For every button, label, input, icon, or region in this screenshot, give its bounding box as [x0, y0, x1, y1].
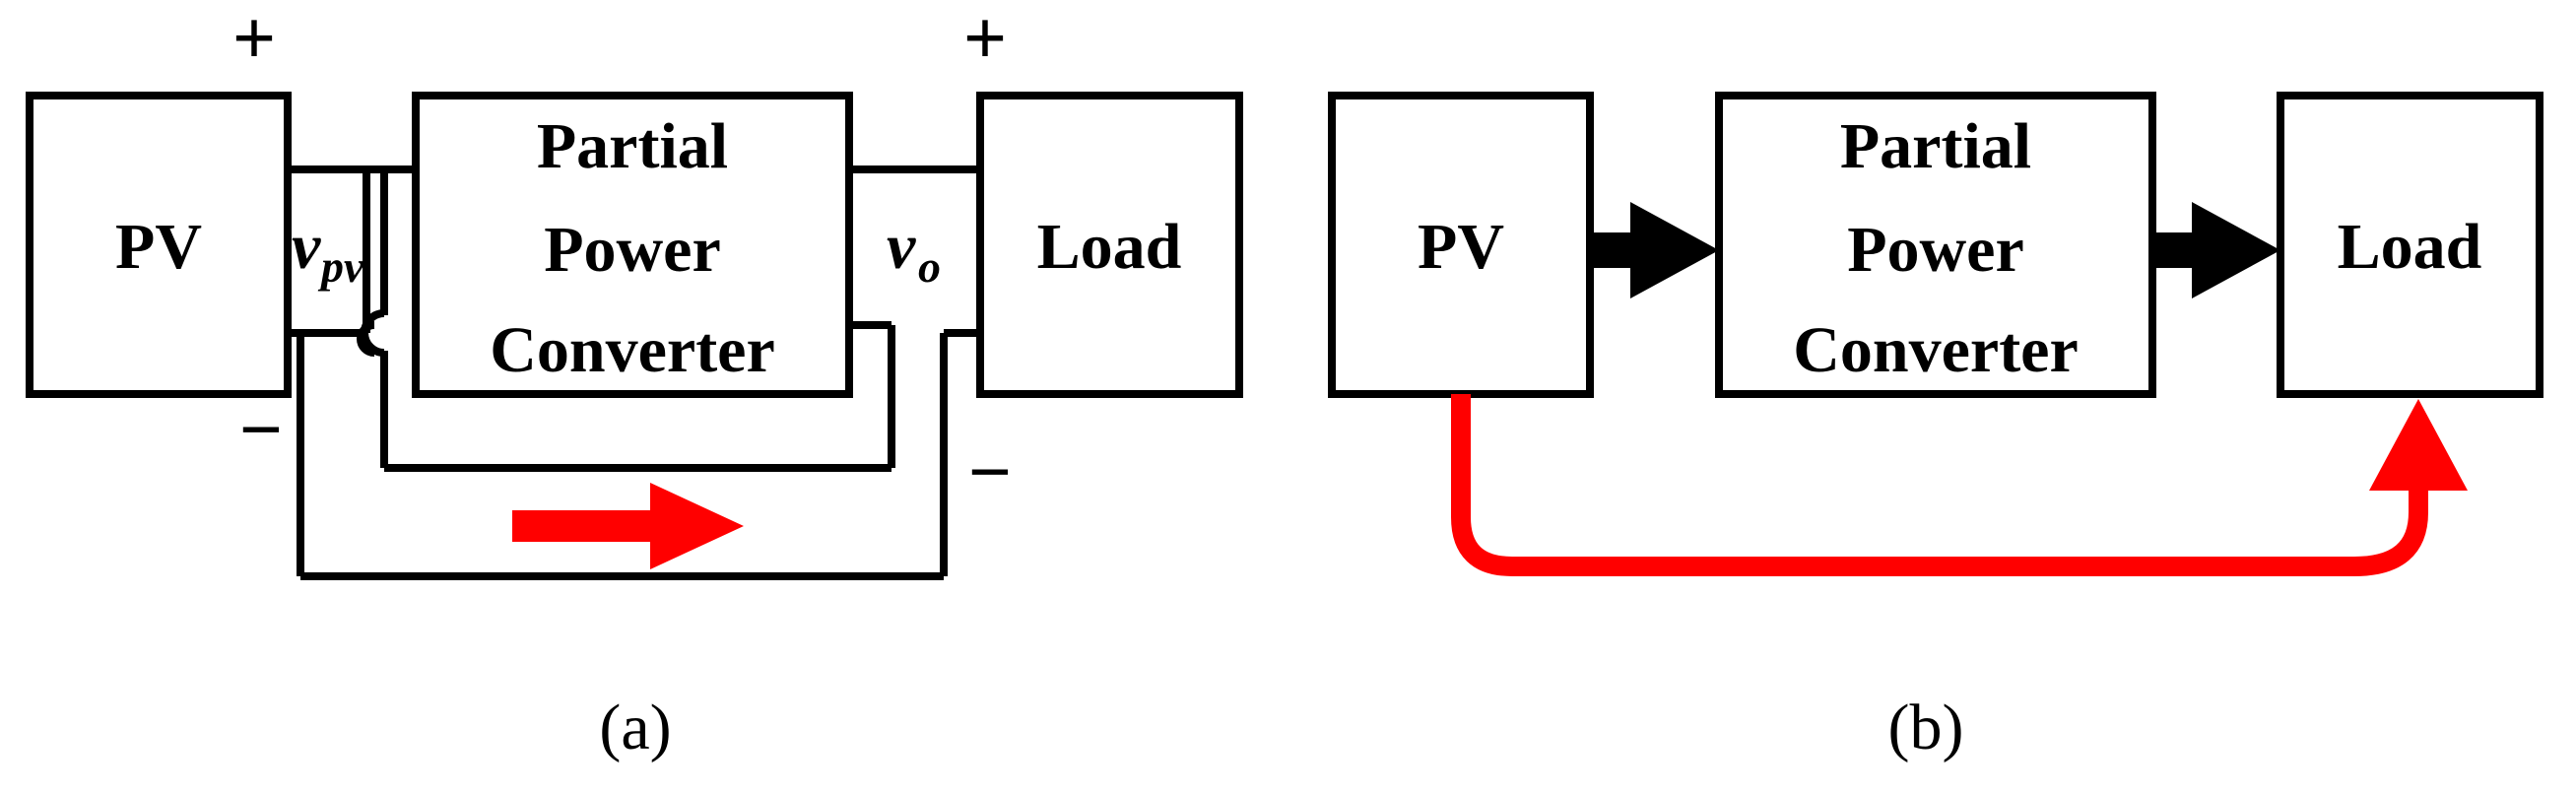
vo-label-main: v: [887, 211, 916, 283]
vpv-label-sub: pv: [317, 241, 364, 292]
red-bypass-path: [1451, 394, 2428, 576]
load-block-b: [2277, 92, 2543, 398]
caption-b: (b): [1888, 692, 1964, 763]
vpv-label-main: v: [292, 211, 321, 283]
load-block-a: [976, 92, 1243, 398]
plus-sign-right: +: [963, 0, 1007, 81]
crossover-arc: [361, 309, 385, 357]
black-arrow-converter-to-load: [2152, 202, 2280, 298]
vo-label-sub: o: [918, 241, 941, 292]
minus-sign-left: −: [239, 386, 283, 472]
red-arrow-a: [512, 483, 744, 569]
load-label-b: Load: [2338, 211, 2482, 283]
pv-block-a: [26, 92, 292, 398]
panel-a: [26, 92, 1243, 580]
converter-line2-a: Power: [544, 214, 721, 286]
minus-sign-right: −: [968, 429, 1012, 514]
red-bypass-arrowhead: [2369, 399, 2468, 491]
black-arrow-pv-to-converter: [1590, 202, 1719, 298]
plus-sign-left: +: [232, 0, 276, 81]
caption-a: (a): [599, 692, 671, 763]
converter-line2-b: Power: [1847, 214, 2024, 286]
converter-line3-a: Converter: [490, 314, 775, 386]
converter-line1-b: Partial: [1840, 110, 2031, 182]
pv-label-b: PV: [1418, 211, 1504, 283]
converter-line1-a: Partial: [537, 110, 728, 182]
converter-block-a: [412, 92, 853, 398]
pv-label-a: PV: [115, 211, 202, 283]
converter-line3-b: Converter: [1793, 314, 2079, 386]
load-label-a: Load: [1037, 211, 1182, 283]
